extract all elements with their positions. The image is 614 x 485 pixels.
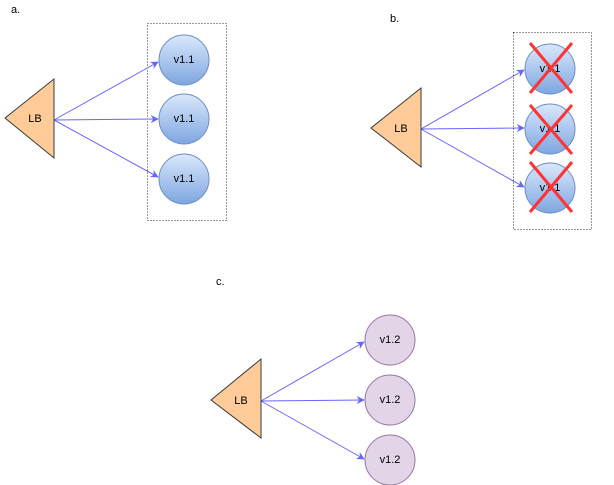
panel-a: a. LB v1.1 v1.1 v1.1 [4,4,227,221]
service-node-circle [158,34,210,86]
group-box [147,23,227,221]
load-balancer-label: LB [394,123,407,135]
service-node-failed: v1.1 [524,42,576,95]
edge-arrow [260,341,365,402]
service-node: v1.1 [158,153,210,205]
edge-arrow [260,400,365,460]
service-node-label: v1.1 [174,173,195,185]
edges [53,61,159,178]
edges [260,341,365,460]
edge-arrow [420,69,525,130]
cross-icon [528,42,574,94]
service-node-circle [364,434,416,485]
group-box [513,32,592,230]
edge-arrow [420,124,525,133]
edge-arrow [53,115,159,124]
load-balancer-triangle [370,86,422,169]
load-balancer-triangle [4,77,55,160]
service-node-circle [158,153,210,205]
cross-icon [528,104,574,155]
service-node-failed: v1.1 [524,161,576,214]
service-node-label: v1.1 [174,113,195,125]
service-node-label: v1.1 [174,54,195,66]
edge-arrow [260,396,365,405]
edges [420,69,525,188]
service-node: v1.2 [364,434,416,485]
load-balancer-triangle [210,357,262,440]
panel-label: c. [216,276,225,288]
edge-arrow [53,119,159,178]
service-node-label: v1.2 [380,454,401,466]
service-node-circle [158,93,210,145]
service-node: v1.1 [158,93,210,145]
load-balancer-label: LB [234,395,247,407]
edge-arrow [420,128,525,188]
service-node: v1.2 [364,374,416,426]
service-node-circle [364,314,416,366]
service-node-label: v1.2 [380,334,401,346]
panel-label: b. [390,13,399,25]
panel-c: c. LB v1.2 v1.2 v1.2 [210,276,416,485]
cross-icon [528,161,574,213]
service-node-failed: v1.1 [524,103,576,155]
load-balancer: LB [4,77,55,160]
edge-arrow [53,61,159,121]
service-node-circle [364,374,416,426]
load-balancer-label: LB [28,113,41,125]
service-node: v1.1 [158,34,210,86]
load-balancer: LB [370,86,422,169]
service-node-label: v1.2 [380,394,401,406]
load-balancer: LB [210,357,262,440]
panel-b: b. LB v1.1 v1.1 [370,13,592,230]
service-node: v1.2 [364,314,416,366]
panel-label: a. [11,4,20,16]
